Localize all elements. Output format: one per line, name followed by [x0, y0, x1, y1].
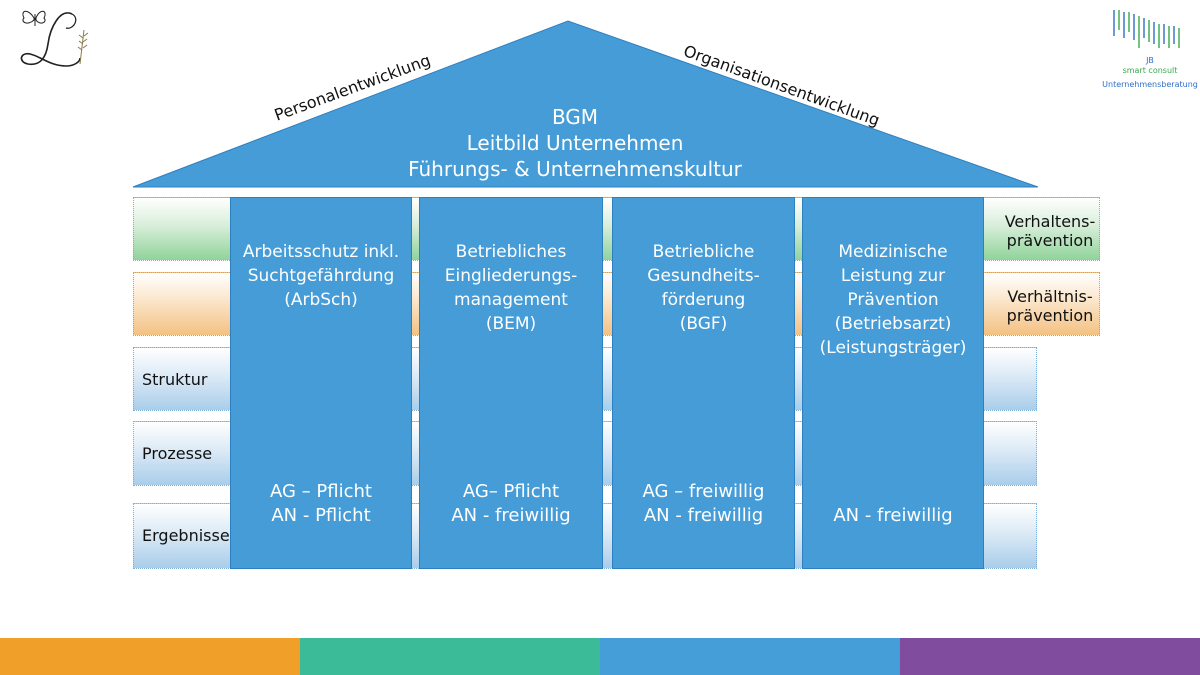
pillar-duty-line: AN - Pflicht	[271, 505, 371, 526]
roof-subtitle: Leitbild Unternehmen	[466, 131, 684, 155]
butterfly-icon	[22, 10, 46, 26]
pillar-title: Betriebliches Eingliederungs- management…	[420, 240, 602, 336]
pillar-title-line: Eingliederungs-	[444, 266, 578, 286]
pillar-title-line: Betriebliche	[652, 242, 755, 262]
pillar-title-line: Leistung zur	[840, 266, 946, 286]
row-label-prozesse: Prozesse	[142, 444, 213, 463]
pillar-title-line: (ArbSch)	[284, 290, 358, 310]
pillar-title-line: Suchtgefährdung	[247, 266, 395, 286]
pillar-bgf: Betriebliche Gesundheits- förderung (BGF…	[612, 197, 795, 569]
pillar-title-line: (Leistungsträger)	[819, 338, 967, 358]
pillar-title-line: management	[454, 290, 568, 310]
roof	[132, 20, 1039, 188]
pillar-title: Arbeitsschutz inkl. Suchtgefährdung (Arb…	[231, 240, 411, 312]
pillar-arbsch: Arbeitsschutz inkl. Suchtgefährdung (Arb…	[230, 197, 412, 569]
pillar-title-line: Gesundheits-	[647, 266, 760, 286]
pillar-title-line: Prävention	[847, 290, 939, 310]
roof-text: BGM Leitbild Unternehmen Führungs- & Unt…	[340, 104, 810, 182]
pillar-title-line: Arbeitsschutz inkl.	[242, 242, 400, 262]
side-label-line: prävention	[1006, 306, 1094, 325]
footer-segment-teal	[300, 638, 600, 675]
pillar-duty-line: AG – freiwillig	[642, 481, 765, 502]
pillar-duty: AG – Pflicht AN - Pflicht	[231, 480, 411, 528]
jb-logo-line-1: JB	[1146, 56, 1154, 65]
roof-subtitle-2: Führungs- & Unternehmenskultur	[408, 157, 742, 181]
pillar-duty-line: AG – Pflicht	[270, 481, 372, 502]
pillar-duty: AG– Pflicht AN - freiwillig	[420, 480, 602, 528]
row-label-struktur: Struktur	[142, 370, 208, 389]
pillar-duty: AG – freiwillig AN - freiwillig	[613, 480, 794, 528]
pillar-duty-line	[803, 480, 983, 504]
roof-triangle	[132, 20, 1039, 188]
pillar-betriebsarzt: Medizinische Leistung zur Prävention (Be…	[802, 197, 984, 569]
wheat-icon	[77, 29, 89, 65]
pillar-title-line: (Betriebsarzt)	[834, 314, 952, 334]
side-label-line: Verhaltens-	[1004, 212, 1096, 231]
side-label-line: prävention	[1006, 231, 1094, 250]
pillar-title: Betriebliche Gesundheits- förderung (BGF…	[613, 240, 794, 336]
footer-segment-purple	[900, 638, 1200, 675]
pillar-duty-line: AN - freiwillig	[451, 505, 571, 526]
pillar-title: Medizinische Leistung zur Prävention (Be…	[803, 240, 983, 360]
pillar-title-line: Medizinische	[838, 242, 948, 262]
pillar-title-line: Betriebliches	[455, 242, 567, 262]
row-label-ergebnisse: Ergebnisse	[142, 526, 230, 545]
footer-segment-blue	[600, 638, 900, 675]
side-label-line: Verhältnis-	[1007, 287, 1093, 306]
pillar-title-line: (BGF)	[679, 314, 728, 334]
pillar-duty-line: AN - freiwillig	[833, 505, 953, 526]
pillar-bem: Betriebliches Eingliederungs- management…	[419, 197, 603, 569]
pillar-title-line: förderung	[661, 290, 746, 310]
side-label-verhaltenspraevention: Verhaltens- prävention	[1000, 212, 1100, 250]
pillar-duty: AN - freiwillig	[803, 480, 983, 528]
pillar-duty-line: AG– Pflicht	[462, 481, 560, 502]
footer-color-bar	[0, 638, 1200, 675]
script-l-logo-icon	[20, 10, 89, 67]
jb-logo-line-3: Unternehmensberatung	[1102, 80, 1198, 89]
jb-logo-line-2: smart consult	[1122, 66, 1178, 75]
pillar-title-line: (BEM)	[485, 314, 537, 334]
side-label-verhaeltnispraevention: Verhältnis- prävention	[1000, 287, 1100, 325]
jb-barcode-icon	[1113, 10, 1180, 48]
footer-segment-orange	[0, 638, 300, 675]
pillar-duty-line: AN - freiwillig	[643, 505, 764, 526]
roof-title: BGM	[551, 105, 599, 129]
